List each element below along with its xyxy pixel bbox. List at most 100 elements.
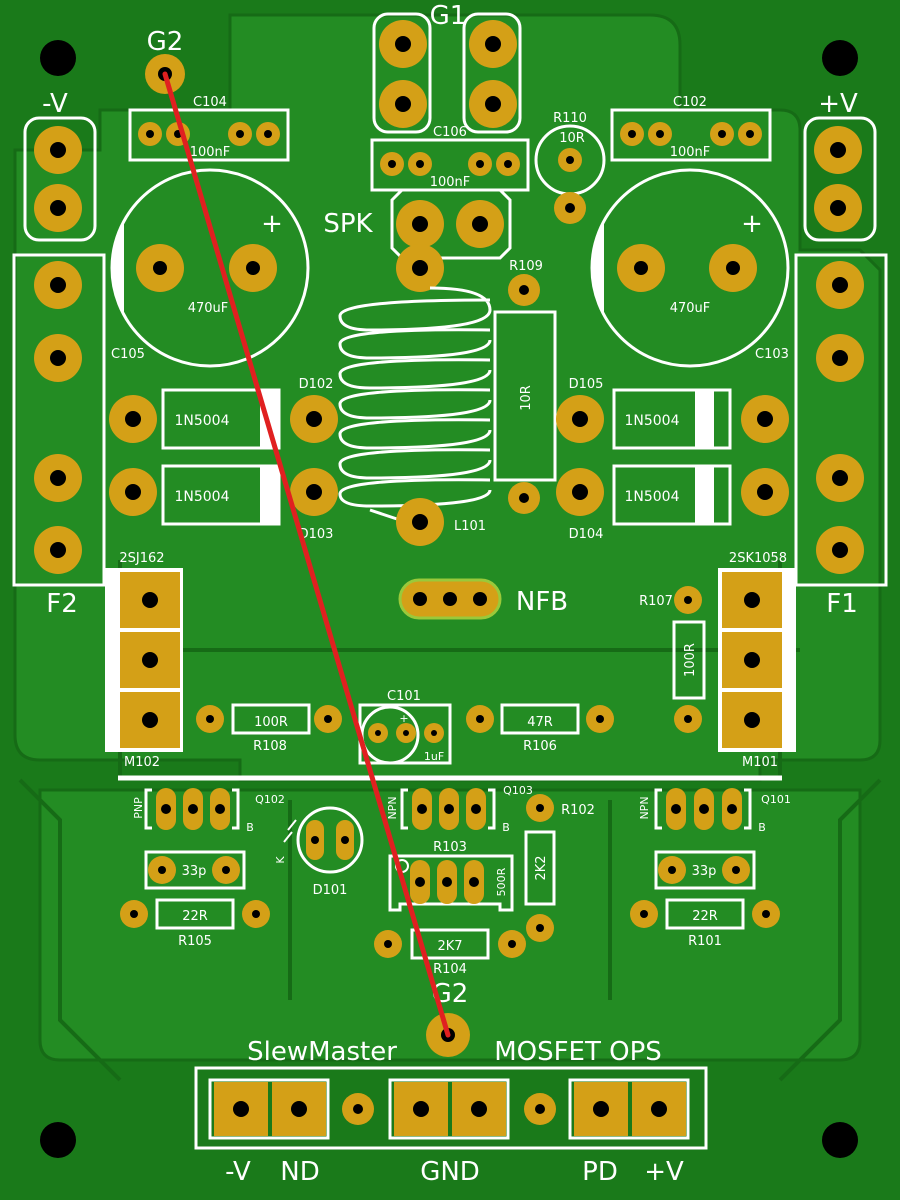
d103-value: 1N5004 [174, 489, 229, 505]
m102-ref: M102 [124, 755, 160, 770]
c105-value: 470uF [188, 301, 229, 316]
r109-ref: R109 [509, 259, 543, 274]
q103: NPN Q103 B [386, 784, 533, 834]
r107: R107 100R [639, 586, 706, 733]
neg-v-connector [23, 116, 97, 242]
r105-ref: R105 [178, 934, 212, 949]
f2-label: F2 [46, 589, 78, 619]
c105: + 470uF C105 [110, 168, 310, 368]
c103-polarity: + [741, 209, 763, 239]
c-33p-right-value: 33p [692, 864, 717, 879]
c103: + 470uF C103 [590, 168, 790, 368]
r105-value: 22R [182, 909, 208, 924]
conn-gnd-label: GND [420, 1157, 480, 1187]
r105: 22R R105 [120, 898, 270, 949]
c104: C104 100nF [128, 95, 290, 162]
c101-polarity: + [399, 712, 408, 725]
mounting-holes [40, 40, 858, 1158]
g2-jumper-wire [162, 71, 451, 1038]
f1-label: F1 [826, 589, 858, 619]
r106-value: 47R [527, 715, 553, 730]
power-connector [194, 1066, 708, 1150]
g1-label: G1 [430, 1, 467, 31]
r101: 22R R101 [630, 898, 780, 949]
c103-ref: C103 [755, 347, 789, 362]
spk-connector [390, 188, 512, 260]
title-right: MOSFET OPS [494, 1037, 662, 1067]
c105-ref: C105 [111, 347, 145, 362]
c104-value: 100nF [190, 145, 231, 160]
nfb-connector: NFB [398, 578, 568, 620]
r103-value: 500R [495, 867, 508, 896]
g1-connector [372, 12, 522, 134]
d105-value: 1N5004 [624, 413, 679, 429]
q101-ref: Q101 [761, 793, 791, 806]
c102-ref: C102 [673, 95, 707, 110]
d103-ref: D103 [299, 527, 334, 542]
r109-value: 10R [519, 385, 534, 411]
m101-part: 2SK1058 [729, 551, 787, 566]
q101-pin: B [758, 821, 766, 834]
r109: R109 10R [493, 259, 557, 514]
nfb-label: NFB [516, 587, 568, 617]
mounting-hole [40, 1122, 76, 1158]
q103-ref: Q103 [503, 784, 533, 797]
f2-fuse: F2 [12, 253, 106, 619]
c-33p-left: 33p [144, 850, 246, 890]
q101: NPN Q101 B [638, 788, 791, 834]
r107-ref: R107 [639, 594, 673, 609]
c103-value: 470uF [670, 301, 711, 316]
r104-value: 2K7 [437, 939, 462, 954]
r104: 2K7 R104 [374, 928, 526, 977]
q103-type: NPN [386, 796, 399, 819]
g2-top-label: G2 [147, 27, 184, 57]
c106-value: 100nF [430, 175, 471, 190]
d104: 1N5004 D104 [556, 464, 789, 542]
l101-ref: L101 [454, 519, 486, 534]
mounting-hole [822, 1122, 858, 1158]
r102: R102 2K2 [524, 794, 595, 942]
r106: 47R R106 [466, 703, 614, 754]
d101-ref: D101 [313, 883, 348, 898]
d101-pin-k: K [274, 856, 287, 864]
q103-pin: B [502, 821, 510, 834]
r103-ref: R103 [433, 840, 467, 855]
neg-v-label: -V [42, 89, 68, 119]
r108: 100R R108 [196, 703, 342, 754]
c101-ref: C101 [387, 689, 421, 704]
d102-value: 1N5004 [174, 413, 229, 429]
c102: C102 100nF [610, 95, 772, 162]
pos-v-label: +V [818, 89, 858, 119]
q102-pin: B [246, 821, 254, 834]
c-33p-left-value: 33p [182, 864, 207, 879]
q101-type: NPN [638, 796, 651, 819]
conn-posv-label: +V [644, 1157, 684, 1187]
q102: PNP Q102 B [132, 788, 285, 834]
conn-negv-label: -V [225, 1157, 251, 1187]
mounting-hole [822, 40, 858, 76]
q102-ref: Q102 [255, 793, 285, 806]
r110-value: 10R [559, 131, 585, 146]
conn-nd-label: ND [280, 1157, 319, 1187]
r106-ref: R106 [523, 739, 557, 754]
r104-ref: R104 [433, 962, 467, 977]
d102: 1N5004 D102 [109, 377, 338, 450]
c106-ref: C106 [433, 125, 467, 140]
d102-ref: D102 [299, 377, 334, 392]
r101-ref: R101 [688, 934, 722, 949]
r101-value: 22R [692, 909, 718, 924]
r110: R110 10R [534, 111, 606, 224]
d104-value: 1N5004 [624, 489, 679, 505]
d105: 1N5004 D105 [556, 377, 789, 450]
m101-ref: M101 [742, 755, 778, 770]
title-left: SlewMaster [247, 1037, 397, 1067]
f1-fuse: F1 [794, 253, 888, 619]
r108-ref: R108 [253, 739, 287, 754]
c104-ref: C104 [193, 95, 227, 110]
d105-ref: D105 [569, 377, 604, 392]
mounting-hole [40, 40, 76, 76]
c105-polarity: + [261, 209, 283, 239]
d103: 1N5004 D103 [109, 464, 338, 542]
m102-part: 2SJ162 [119, 551, 164, 566]
